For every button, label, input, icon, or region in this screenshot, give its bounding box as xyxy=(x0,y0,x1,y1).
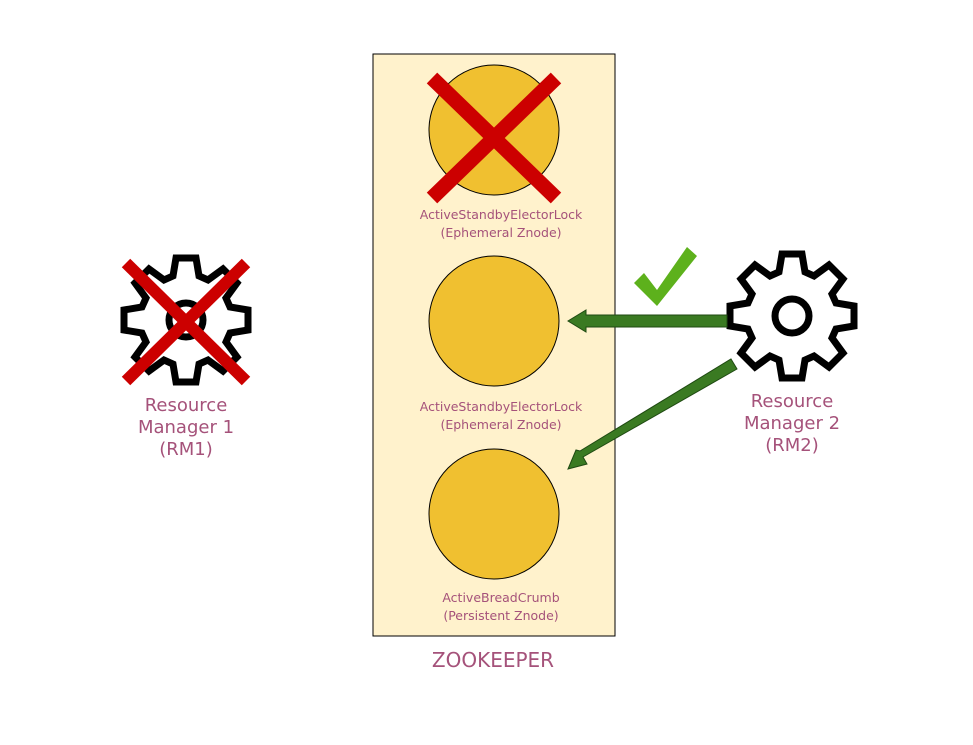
rm2-gear-icon xyxy=(730,254,854,378)
znode-2-name: ActiveStandbyElectorLock xyxy=(420,399,583,414)
rm1-label-line3: (RM1) xyxy=(159,439,213,460)
rm2-label-line3: (RM2) xyxy=(765,435,819,456)
arrow-rm2-to-lock xyxy=(567,309,728,333)
znode-3-circle xyxy=(428,448,560,580)
znode-1-name: ActiveStandbyElectorLock xyxy=(420,207,583,222)
rm1-label-line2: Manager 1 xyxy=(138,417,234,438)
zookeeper-label: ZOOKEEPER xyxy=(432,648,554,672)
znode-1-cross-icon xyxy=(426,72,562,204)
check-icon xyxy=(634,247,697,306)
rm2-label-line1: Resource xyxy=(751,391,834,412)
rm2-label-line2: Manager 2 xyxy=(744,413,840,434)
znode-2-type: (Ephemeral Znode) xyxy=(440,417,561,432)
rm1-label-line1: Resource xyxy=(145,395,228,416)
znode-2-circle xyxy=(428,255,560,387)
znode-3-name: ActiveBreadCrumb xyxy=(442,590,559,605)
znode-1-type: (Ephemeral Znode) xyxy=(440,225,561,240)
arrow-rm2-to-breadcrumb xyxy=(567,358,738,470)
znode-3-type: (Persistent Znode) xyxy=(443,608,558,623)
rm1-cross-icon xyxy=(121,258,251,386)
